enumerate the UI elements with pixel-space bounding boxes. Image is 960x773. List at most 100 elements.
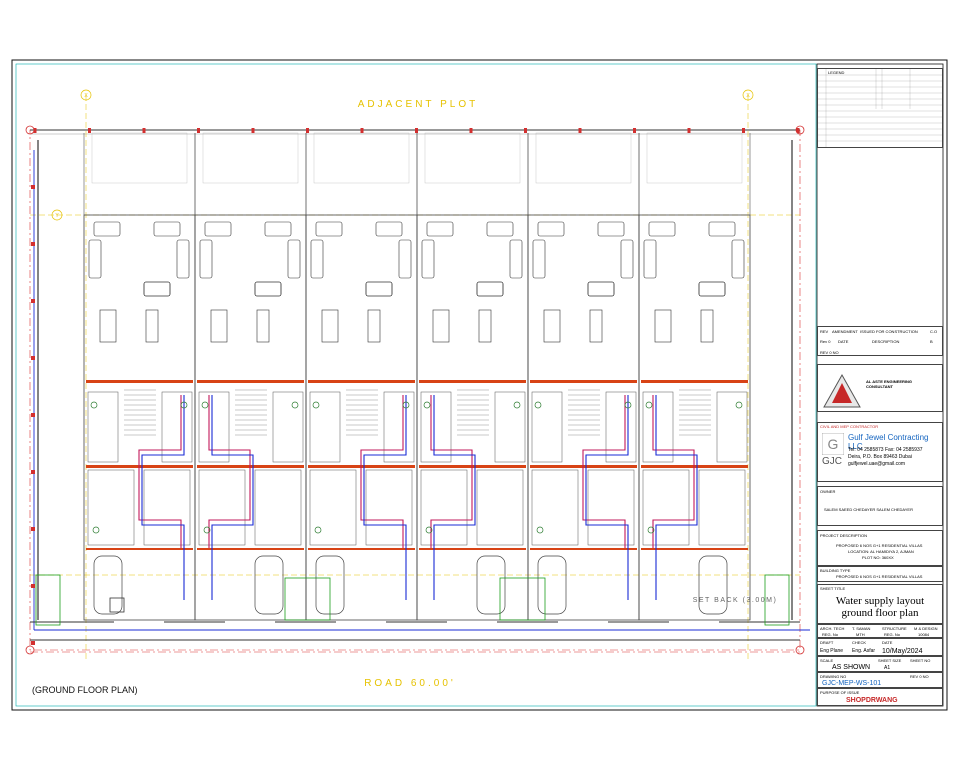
column-markers bbox=[25, 125, 805, 655]
column-marker bbox=[251, 128, 255, 133]
building-desc: PROPOSED 6 NOS G+1 RESIDENTIAL VILLAS bbox=[836, 574, 923, 579]
row2-value-0: Eng Plane bbox=[820, 648, 844, 654]
contractor-box: CIVIL AND MEP CONTRACTOR G GJC Gulf Jewe… bbox=[817, 422, 943, 482]
project-desc-3: PLOT NO: 360XX bbox=[862, 555, 894, 560]
row2-header-0: DRAFT bbox=[820, 640, 834, 645]
villa-unit bbox=[416, 132, 529, 623]
column-marker bbox=[360, 128, 364, 133]
column-marker bbox=[633, 128, 636, 133]
building-box: BUILDING TYPE PROPOSED 6 NOS G+1 RESIDEN… bbox=[817, 566, 943, 582]
drawing-no-value: GJC-MEP-WS-101 bbox=[822, 680, 882, 687]
adjacent-plot-label: ADJACENT PLOT bbox=[358, 99, 479, 110]
column-marker bbox=[31, 584, 35, 588]
rev-row-2: DESCRIPTION bbox=[872, 339, 900, 344]
rev-row-0: Rev 0 bbox=[820, 339, 831, 344]
column-marker bbox=[142, 128, 146, 133]
corner-marker bbox=[795, 645, 805, 655]
row2-value-2: 10/May/2024 bbox=[882, 648, 923, 655]
column-marker bbox=[31, 413, 35, 417]
row2-header-2: DATE bbox=[882, 640, 893, 645]
column-marker bbox=[687, 128, 691, 133]
rev-row-1: DATE bbox=[838, 339, 849, 344]
villa-units bbox=[35, 132, 790, 626]
rev-header-1: AMENDMENT bbox=[832, 329, 858, 334]
grid-marker-x-left: X bbox=[84, 93, 88, 99]
sheet-no-label: SHEET NO bbox=[910, 658, 931, 663]
row1-value-1: MTH bbox=[856, 632, 865, 637]
grid-marker-x-right: X bbox=[746, 93, 750, 99]
scale-value: AS SHOWN bbox=[832, 664, 871, 671]
sheet-title-label: SHEET TITLE bbox=[820, 586, 846, 591]
corner-marker bbox=[25, 125, 35, 135]
rev-no-label: REV 0 NO bbox=[910, 674, 929, 679]
rev-header-3: C.O bbox=[930, 329, 938, 334]
contractor-tel: Tel: 04 2585873 Fax: 04 2585937 bbox=[848, 447, 923, 453]
row1-value-3: 10084 bbox=[918, 632, 930, 637]
column-marker bbox=[469, 128, 473, 133]
column-marker bbox=[31, 356, 35, 360]
meter-box bbox=[499, 577, 546, 621]
svg-text:G: G bbox=[828, 436, 839, 452]
column-marker bbox=[33, 128, 37, 133]
legend-header: LEGEND bbox=[828, 70, 845, 75]
manhole bbox=[109, 597, 125, 613]
row2-value-1: Eng. Asfar bbox=[852, 648, 876, 654]
revision-table: REV AMENDMENT ISSUED FOR CONSTRUCTION C.… bbox=[817, 326, 943, 356]
sheet-size-label: SHEET SIZE bbox=[878, 658, 902, 663]
meter-box bbox=[284, 577, 331, 621]
villa-unit bbox=[638, 132, 751, 623]
project-box: PROJECT DESCRIPTION PROPOSED 6 NOS G+1 R… bbox=[817, 530, 943, 566]
meter-box bbox=[764, 574, 790, 626]
sheet-title-box: SHEET TITLE Water supply layout ground f… bbox=[817, 584, 943, 624]
column-marker bbox=[306, 128, 309, 133]
building-label: BUILDING TYPE bbox=[820, 568, 851, 573]
setback-label: SET BACK (3.00M) bbox=[693, 597, 778, 604]
contractor-address: Deira, P.O. Box 89463 Dubai bbox=[848, 454, 912, 460]
villa-unit bbox=[83, 132, 196, 623]
column-marker bbox=[742, 128, 745, 133]
column-marker bbox=[31, 185, 35, 189]
rev-row-3: B bbox=[930, 339, 933, 344]
info-row-1: ARCH. TECH T. SAMAN STRUCTURE M & DESIGN… bbox=[817, 624, 943, 638]
sheet-title-2: ground floor plan bbox=[841, 607, 919, 619]
row1-header-0: ARCH. TECH bbox=[820, 626, 845, 631]
row1-header-1: T. SAMAN bbox=[852, 626, 871, 631]
column-marker bbox=[796, 128, 800, 133]
road-label: ROAD 60.00' bbox=[364, 678, 456, 689]
row1-value-0: REG. No bbox=[822, 632, 839, 637]
plan-label: (GROUND FLOOR PLAN) bbox=[32, 685, 138, 695]
villa-unit bbox=[305, 132, 418, 623]
owner-box: OWNER SALEM SAEED CHEDAYER SALEM CHEDAYE… bbox=[817, 486, 943, 526]
column-marker bbox=[524, 128, 527, 133]
purpose-row: PURPOSE OF ISSUE SHOPDRWANG bbox=[817, 688, 943, 706]
column-marker bbox=[31, 641, 35, 645]
row1-header-3: M & DESIGN bbox=[914, 626, 938, 631]
purpose-label: PURPOSE OF ISSUE bbox=[820, 690, 860, 695]
row1-value-2: REG. No bbox=[884, 632, 901, 637]
contractor-name: Gulf Jewel Contracting LLC bbox=[848, 433, 929, 451]
consultant-logo-text: AL ASTE ENGINEERING CONSULTANT bbox=[866, 379, 913, 389]
project-label: PROJECT DESCRIPTION bbox=[820, 533, 868, 538]
column-marker bbox=[578, 128, 582, 133]
consultant-logo-box: AL ASTE ENGINEERING CONSULTANT bbox=[817, 364, 943, 412]
scale-label: SCALE bbox=[820, 658, 834, 663]
owner-label: OWNER bbox=[820, 489, 836, 494]
row2-header-1: CHECK bbox=[852, 640, 867, 645]
contractor-logo-icon: G bbox=[822, 433, 844, 455]
rev-header-0: REV bbox=[820, 329, 829, 334]
owner-name: SALEM SAEED CHEDAYER SALEM CHEDAYER bbox=[824, 507, 913, 512]
consultant-logo-icon bbox=[823, 373, 861, 408]
column-marker bbox=[88, 128, 91, 133]
grid-marker-y: Y bbox=[55, 213, 59, 219]
sheet-title-1: Water supply layout bbox=[835, 595, 925, 607]
rev-header-2: ISSUED FOR CONSTRUCTION bbox=[860, 329, 918, 334]
project-desc-2: LOCATION: AL HAMIDIYA 2, AJMAN bbox=[848, 549, 914, 554]
legend-grid bbox=[818, 69, 942, 147]
contractor-abbr: GJC bbox=[822, 456, 842, 467]
legend-box: LEGEND bbox=[817, 68, 943, 148]
contractor-header: CIVIL AND MEP CONTRACTOR bbox=[820, 424, 879, 429]
purpose-value: SHOPDRWANG bbox=[846, 697, 898, 704]
rev-label: REV 0 NO bbox=[820, 350, 839, 355]
info-row-2: DRAFT CHECK DATE Eng Plane Eng. Asfar 10… bbox=[817, 638, 943, 656]
